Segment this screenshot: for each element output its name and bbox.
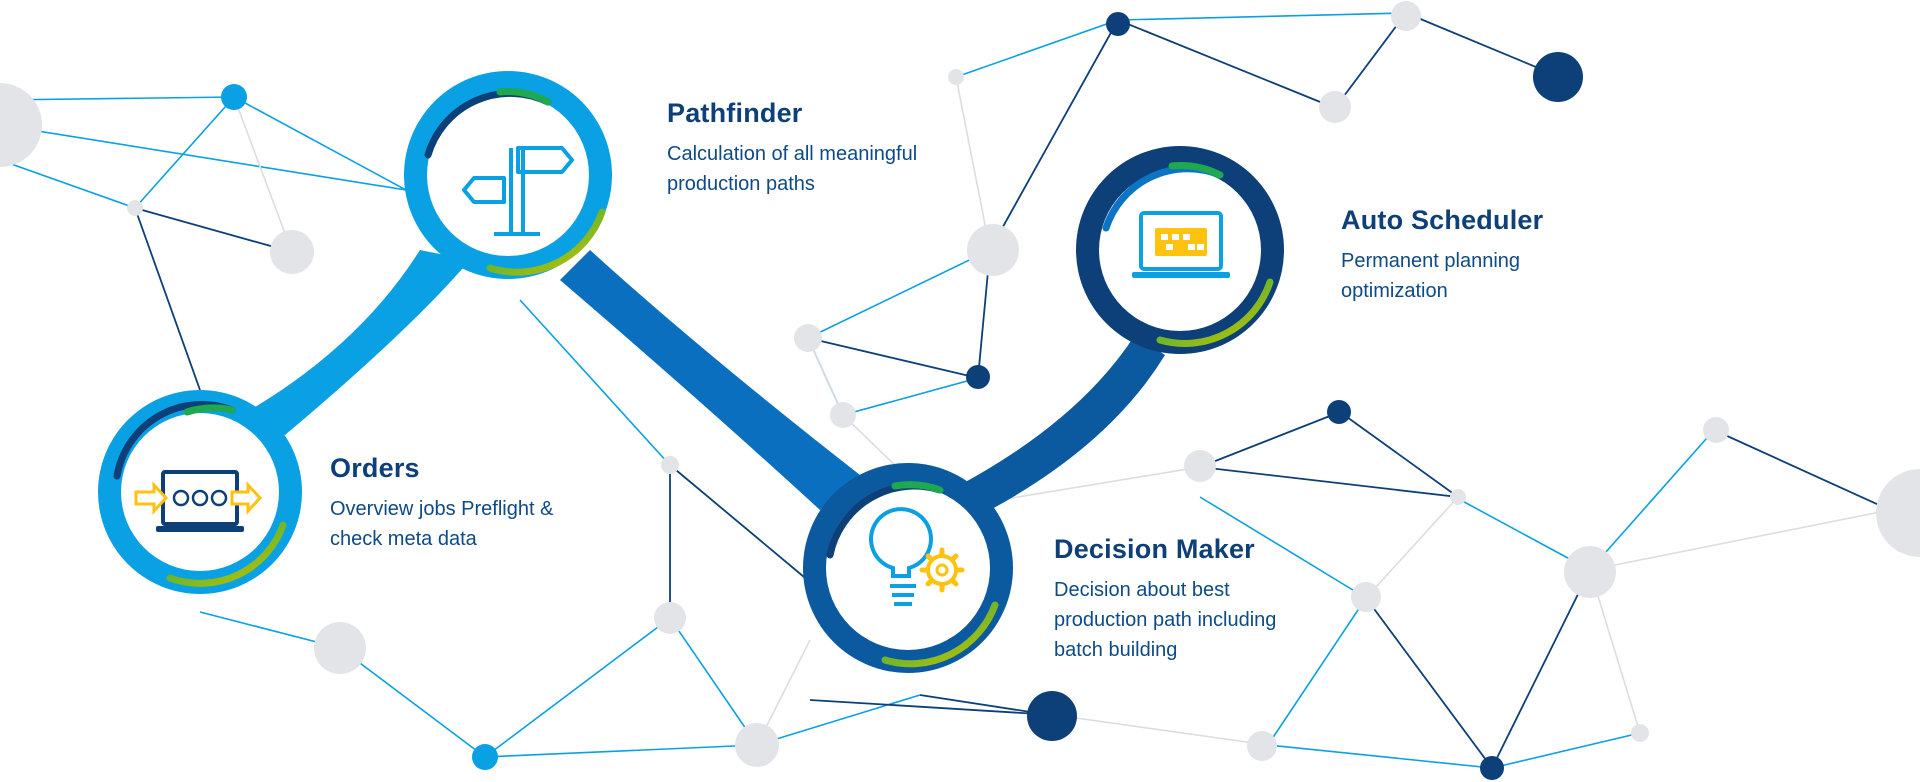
lightbulb-gear-icon (869, 507, 965, 606)
auto-scheduler-description: Permanent planning optimization (1341, 250, 1521, 302)
network-lines (0, 12, 1891, 769)
decision-maker-description: Decision about best production path incl… (1054, 579, 1277, 661)
pathfinder-description: Calculation of all meaningful production… (667, 143, 918, 195)
decision-maker-node[interactable] (803, 463, 1013, 673)
process-connectors (250, 250, 1165, 510)
auto-scheduler-node[interactable] (1076, 146, 1284, 354)
laptop-schedule-icon (1132, 211, 1230, 278)
connector-decision-scheduler (960, 335, 1165, 510)
decision-maker-title: Decision Maker (1054, 534, 1255, 564)
connector-pathfinder-decision (560, 250, 860, 510)
orders-node[interactable] (98, 390, 302, 594)
pathfinder-node[interactable] (404, 71, 612, 279)
orders-label: Orders Overview jobs Preflight & check m… (330, 453, 650, 554)
pathfinder-label: Pathfinder Calculation of all meaningful… (667, 98, 987, 199)
signpost-icon (462, 146, 574, 236)
auto-scheduler-title: Auto Scheduler (1341, 205, 1544, 235)
auto-scheduler-label: Auto Scheduler Permanent planning optimi… (1341, 205, 1661, 306)
orders-title: Orders (330, 453, 420, 483)
connector-orders-pathfinder (250, 250, 470, 435)
pathfinder-title: Pathfinder (667, 98, 803, 128)
decision-maker-label: Decision Maker Decision about best produ… (1054, 534, 1374, 665)
laptop-workflow-icon (134, 470, 263, 532)
orders-description: Overview jobs Preflight & check meta dat… (330, 498, 554, 550)
